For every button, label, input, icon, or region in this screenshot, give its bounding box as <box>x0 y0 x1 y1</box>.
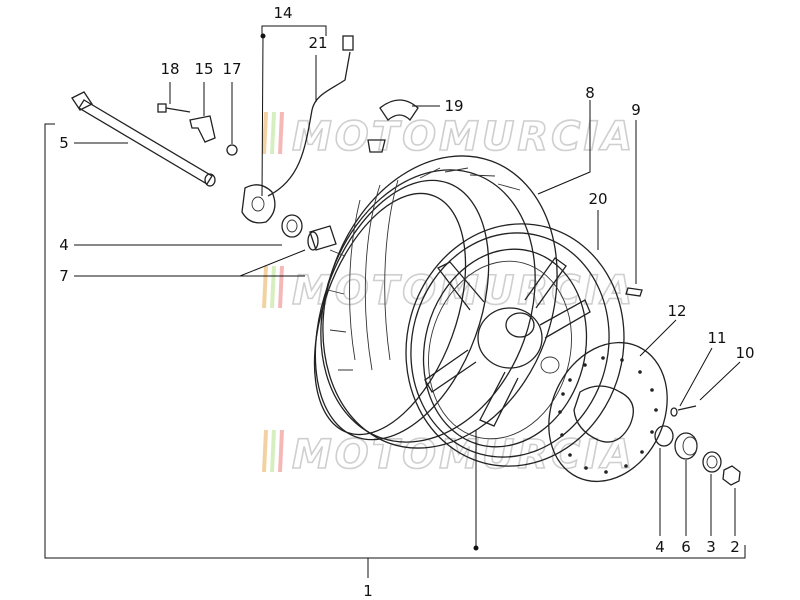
watermark-bottom: MOTOMURCIA <box>262 429 633 479</box>
clip-19 <box>367 99 419 153</box>
callout-18: 18 <box>160 60 179 78</box>
callout-11: 11 <box>707 329 726 347</box>
watermark-top: MOTOMURCIA <box>262 111 635 161</box>
wheel-rim <box>405 223 625 467</box>
callout-9: 9 <box>631 101 641 119</box>
callout-6: 6 <box>681 538 691 556</box>
washer-17 <box>226 144 238 156</box>
clamp-15 <box>189 115 216 143</box>
callout-7: 7 <box>59 267 69 285</box>
callout-labels: 14 21 18 15 17 19 5 4 7 8 9 20 12 11 10 … <box>59 4 754 600</box>
callout-8: 8 <box>585 84 595 102</box>
tire <box>313 155 558 449</box>
callout-17: 17 <box>222 60 241 78</box>
callout-12: 12 <box>667 302 686 320</box>
valve-9 <box>625 287 643 297</box>
callout-3: 3 <box>706 538 716 556</box>
brake-disc <box>548 341 668 483</box>
spacer-7 <box>307 225 337 251</box>
assembly-bracket <box>44 123 746 578</box>
watermark-middle: MOTOMURCIA <box>262 265 633 315</box>
callout-19: 19 <box>444 97 463 115</box>
callout-10: 10 <box>735 344 754 362</box>
seal-3 <box>702 451 722 473</box>
screw-10 <box>677 405 697 411</box>
watermark-text: MOTOMURCIA <box>292 114 635 160</box>
callout-4-right: 4 <box>655 538 665 556</box>
bearing-4-right <box>654 425 674 447</box>
callout-21: 21 <box>308 34 327 52</box>
nut-2 <box>722 465 741 486</box>
callout-5: 5 <box>59 134 69 152</box>
bolt-18 <box>157 103 191 113</box>
callout-20: 20 <box>588 190 607 208</box>
speedometer-drive <box>241 35 354 224</box>
washer-11 <box>670 407 678 417</box>
leader-lines <box>74 25 741 551</box>
callout-2: 2 <box>730 538 740 556</box>
bearing-4-left <box>281 214 303 238</box>
wheel-axle <box>71 91 216 187</box>
callout-15: 15 <box>194 60 213 78</box>
callout-4-left: 4 <box>59 236 69 254</box>
spacer-6 <box>674 432 698 460</box>
callout-14: 14 <box>273 4 292 22</box>
callout-1: 1 <box>363 582 373 600</box>
